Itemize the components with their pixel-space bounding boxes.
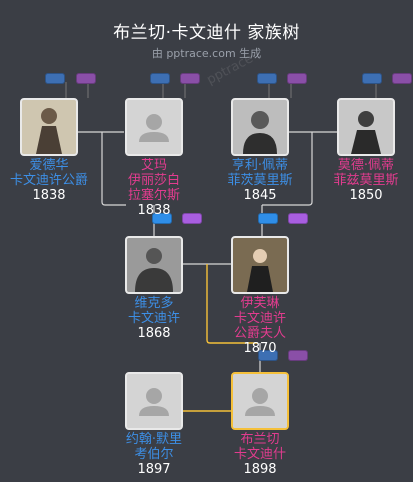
male-line-tag[interactable] xyxy=(257,73,277,84)
portrait-photo xyxy=(125,236,183,294)
person-name: 亨利·佩蒂菲茨莫里斯 xyxy=(227,158,293,188)
placeholder-avatar-icon xyxy=(125,98,183,156)
birth-year: 1838 xyxy=(137,203,171,218)
male-line-tag[interactable] xyxy=(258,213,278,224)
person-card-blanche[interactable]: 布兰切卡文迪什 1898 xyxy=(215,372,305,477)
person-card-victor[interactable]: 维克多卡文迪许 1868 xyxy=(109,236,199,341)
person-name: 维克多卡文迪许 xyxy=(127,296,180,326)
female-line-tag[interactable] xyxy=(392,73,412,84)
placeholder-avatar-icon xyxy=(125,372,183,430)
person-name: 爱德华卡文迪许公爵 xyxy=(9,158,88,188)
person-name: 布兰切卡文迪什 xyxy=(233,432,286,462)
birth-year: 1898 xyxy=(243,462,277,477)
portrait-photo xyxy=(231,98,289,156)
portrait-photo xyxy=(231,236,289,294)
male-line-tag[interactable] xyxy=(362,73,382,84)
birth-year: 1850 xyxy=(349,188,383,203)
portrait-photo xyxy=(20,98,78,156)
female-line-tag[interactable] xyxy=(180,73,200,84)
female-line-tag[interactable] xyxy=(288,350,308,361)
person-name: 莫德·佩蒂菲兹莫里斯 xyxy=(333,158,399,188)
birth-year: 1868 xyxy=(137,326,171,341)
person-card-edward[interactable]: 爱德华卡文迪许公爵 1838 xyxy=(4,98,94,203)
placeholder-avatar-icon xyxy=(231,372,289,430)
male-line-tag[interactable] xyxy=(152,213,172,224)
male-line-tag[interactable] xyxy=(45,73,65,84)
page-subtitle: 由 pptrace.com 生成 xyxy=(151,47,262,60)
person-card-evelyn[interactable]: 伊芙琳卡文迪许公爵夫人 1870 xyxy=(215,236,305,356)
male-line-tag[interactable] xyxy=(258,350,278,361)
female-line-tag[interactable] xyxy=(182,213,202,224)
birth-year: 1845 xyxy=(243,188,277,203)
person-card-maud[interactable]: 莫德·佩蒂菲兹莫里斯 1850 xyxy=(321,98,411,203)
person-card-john[interactable]: 约翰·默里考伯尔 1897 xyxy=(109,372,199,477)
person-name: 艾玛伊丽莎白拉塞尔斯 xyxy=(127,158,180,203)
female-line-tag[interactable] xyxy=(76,73,96,84)
male-line-tag[interactable] xyxy=(150,73,170,84)
portrait-photo xyxy=(337,98,395,156)
person-card-emma[interactable]: 艾玛伊丽莎白拉塞尔斯 1838 xyxy=(109,98,199,218)
person-card-henry[interactable]: 亨利·佩蒂菲茨莫里斯 1845 xyxy=(215,98,305,203)
page-title: 布兰切·卡文迪什 家族树 xyxy=(113,23,300,43)
person-name: 伊芙琳卡文迪许公爵夫人 xyxy=(233,296,286,341)
birth-year: 1897 xyxy=(137,462,171,477)
birth-year: 1870 xyxy=(243,341,277,356)
birth-year: 1838 xyxy=(32,188,66,203)
person-name: 约翰·默里考伯尔 xyxy=(125,432,183,462)
female-line-tag[interactable] xyxy=(287,73,307,84)
female-line-tag[interactable] xyxy=(288,213,308,224)
